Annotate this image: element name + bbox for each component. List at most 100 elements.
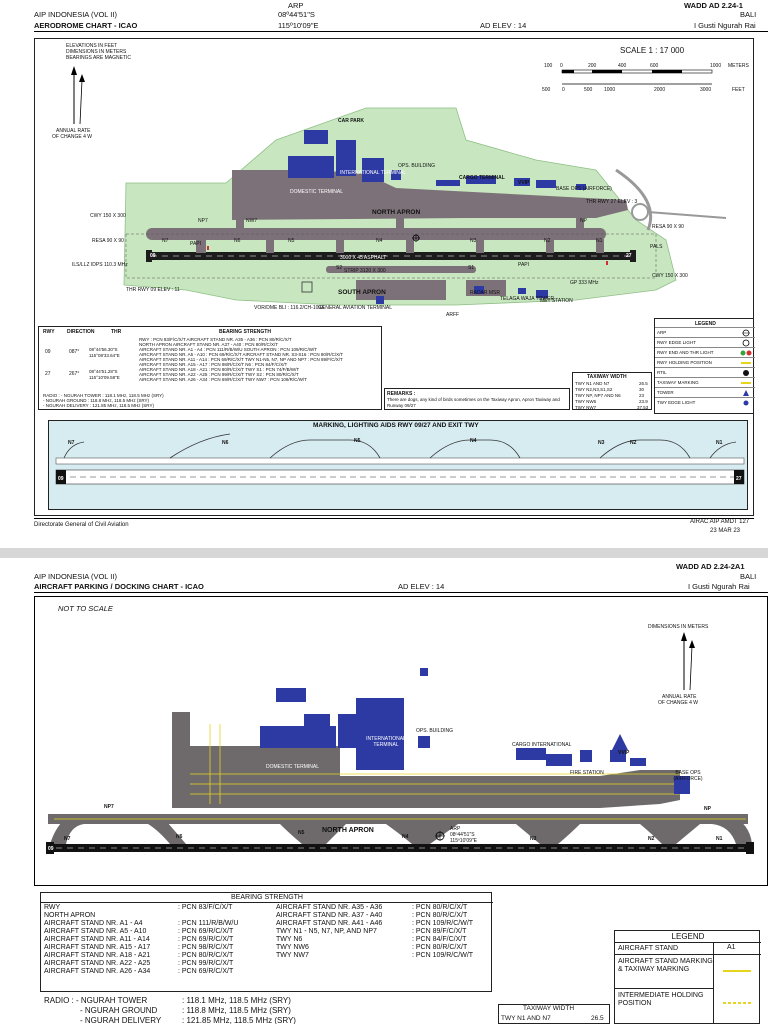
radio-ground: - NGURAH GROUND : 118.8 MHz, 118.5 MHz (… xyxy=(43,398,150,403)
label-domestic-terminal: DOMESTIC TERMINAL xyxy=(266,764,319,770)
parking-map xyxy=(46,668,754,854)
legend-row: RWY HOLDING POSITION xyxy=(655,357,755,367)
thr-col-header: THR xyxy=(111,329,122,335)
annual-rate-line1: ANNUAL RATE xyxy=(56,128,91,134)
label-cargo-intl: CARGO INTERNATIONAL xyxy=(512,742,572,748)
bearing-value: : PCN 80/R/C/X/T xyxy=(178,952,234,959)
taxiway-width-title: TAXIWAY WIDTH xyxy=(523,1005,575,1012)
label-north-apron: NORTH APRON xyxy=(322,827,374,834)
radio-tower-freq: : 118.1 MHz, 118.5 MHz (SRY) xyxy=(182,996,291,1005)
annual-rate-line2: OF CHANGE 4 W xyxy=(658,700,699,706)
rwy-09-direction: 087° xyxy=(69,349,80,355)
label-gp: GP 333 MHz xyxy=(570,280,599,286)
note-elevations: ELEVATIONS IN FEET xyxy=(66,43,118,49)
legend-box: LEGEND AIRCRAFT STAND A1 AIRCRAFT STAND … xyxy=(614,930,761,1024)
header-ad-elevation: AD ELEV : 14 xyxy=(398,582,445,591)
radio-ground-freq: : 118.8 MHz, 118.5 MHz (SRY) xyxy=(182,1006,291,1015)
scale-m-400: 400 xyxy=(618,63,627,69)
bearing-value: : PCN 89/F/C/X/T xyxy=(412,928,467,935)
marking-label-27: 27 xyxy=(736,476,742,482)
header-chart-title: AIRCRAFT PARKING / DOCKING CHART - ICAO xyxy=(34,582,204,591)
annual-rate-line1: ANNUAL RATE xyxy=(662,694,697,700)
bearing-item: TWY NW7 xyxy=(276,952,309,959)
bearing-line: AIRCRAFT STAND NR. A18 - A21 : PCN 80/R/… xyxy=(139,367,300,372)
aerodrome-chart-sheet: AIP INDONESIA (VOL II) AERODROME CHART -… xyxy=(34,1,768,534)
rwy-09-id: 09 xyxy=(45,349,51,355)
tw-row-value: 37.53 xyxy=(637,405,649,410)
label-general-aviation: GENERAL AVIATION TERMINAL xyxy=(318,305,392,311)
parking-chart-sheet: WADD AD 2.24-2A1 BALI I Gusti Ngurah Rai… xyxy=(0,558,768,1024)
label-twy-n4: N4 xyxy=(376,238,383,244)
scale-m-600: 600 xyxy=(650,63,659,69)
header-ad-elevation: AD ELEV : 14 xyxy=(480,21,527,30)
radio-delivery-freq: : 121.85 MHz, 118.5 MHz (SRY) xyxy=(182,1016,296,1024)
label-met-station: MET STATION xyxy=(540,298,573,304)
label-arff: ARFF xyxy=(446,312,460,318)
label-base-ops: BASE OPS (AIRFORCE) xyxy=(673,770,703,782)
label-twy-n7: N7 xyxy=(64,836,71,842)
header-arp-label: ARP xyxy=(288,1,304,10)
label-rwy-09: 09 xyxy=(48,846,54,852)
bearing-line: AIRCRAFT STAND NR. A22 - A25 : PCN 99/R/… xyxy=(139,372,299,377)
label-twy-n6: N6 xyxy=(234,238,241,244)
label-cwy-right: CWY 150 X 300 xyxy=(652,273,688,279)
scale-m-1000: 1000 xyxy=(710,63,722,69)
label-twy-s2: S2 xyxy=(336,265,343,271)
runway-info-table: RWY DIRECTION THR BEARING STRENGTH 09 08… xyxy=(38,326,382,410)
label-twy-n6: N6 xyxy=(176,834,183,840)
header-location: BALI xyxy=(740,10,757,19)
bearing-line: AIRCRAFT STAND NR. A5 - A10 : PCN 69/R/C… xyxy=(139,352,344,357)
marking-label-n2: N2 xyxy=(630,440,637,446)
bearing-item: AIRCRAFT STAND NR. A1 - A4 xyxy=(44,920,143,927)
bearing-line: AIRCRAFT STAND NR. A11 - A14 : PCN 69/R/… xyxy=(139,357,343,362)
label-rwy-27: 27 xyxy=(756,846,762,852)
label-runway-dims: 3000 X 45 ASPHALT xyxy=(340,255,387,261)
bearing-item: AIRCRAFT STAND NR. A5 - A10 xyxy=(44,928,147,935)
label-twy-n5: N5 xyxy=(288,238,295,244)
legend-row: AIRCRAFT STAND MARKING & TAXIWAY MARKING xyxy=(615,955,713,989)
rwy-27-id: 27 xyxy=(45,371,51,377)
header-page-id: WADD AD 2.24-2A1 xyxy=(676,562,745,571)
bearing-col-header: BEARING STRENGTH xyxy=(219,329,271,335)
marking-label-n6: N6 xyxy=(222,440,229,446)
label-base-ops: BASE OPS (AIRFORCE) xyxy=(556,186,612,192)
marking-aids-title: MARKING, LIGHTING AIDS RWY 09/27 AND EXI… xyxy=(313,422,479,429)
legend-box: LEGEND ARP RWY EDGE LIGHT RWY END AND TH… xyxy=(654,318,755,414)
north-arrow-icon xyxy=(681,632,695,691)
rwy-col-header: RWY xyxy=(43,329,55,335)
note-bearings: BEARINGS ARE MAGNETIC xyxy=(66,55,132,61)
label-ops-building: OPS. BUILDING xyxy=(416,728,453,734)
marking-label-n4: N4 xyxy=(470,438,477,444)
label-north-apron: NORTH APRON xyxy=(372,209,421,216)
label-vvip: VVIP xyxy=(618,750,630,756)
bearing-item: RWY xyxy=(44,904,61,911)
radio-delivery: - NGURAH DELIVERY : 121.85 MHz, 118.5 MH… xyxy=(43,403,154,408)
label-vvip: VVIP xyxy=(518,180,530,186)
header-aip-volume: AIP INDONESIA (VOL II) xyxy=(34,572,117,581)
footer-rule xyxy=(34,518,754,519)
legend-title: LEGEND xyxy=(695,321,716,327)
header-aip-volume: AIP INDONESIA (VOL II) xyxy=(34,10,117,19)
header-airport-name: I Gusti Ngurah Rai xyxy=(694,21,756,30)
scale-ft-3000: 3000 xyxy=(700,87,712,93)
label-resa-right: RESA 90 X 90 xyxy=(652,224,684,230)
scale-m-0: 0 xyxy=(560,63,563,69)
label-twy-n1: N1 xyxy=(716,836,723,842)
marking-label-n5: N5 xyxy=(354,438,361,444)
bearing-value: : PCN 111/R/B/W/U xyxy=(178,920,239,927)
bearing-item: NORTH APRON xyxy=(44,912,96,919)
bearing-value: : PCN 109/R/C/W/T xyxy=(412,952,474,959)
tw-row-value: 26.5 xyxy=(639,381,648,386)
scale-ft-500: 500 xyxy=(584,87,593,93)
tw-row-name: TWY N1 AND N7 xyxy=(575,381,610,386)
bearing-item: TWY N6 xyxy=(276,936,303,943)
scale-m-100: 100 xyxy=(544,63,553,69)
aerodrome-map xyxy=(123,107,727,306)
rwy-27-thr: 08°44'51.28"S 115°10'09.58"E xyxy=(89,369,120,380)
bearing-value: : PCN 80/R/C/X/T xyxy=(412,904,468,911)
radio-ground-label: - NGURAH GROUND xyxy=(80,1006,158,1015)
label-fire-station: FIRE STATION xyxy=(570,770,604,776)
bearing-value: : PCN 80/R/C/X/T xyxy=(412,944,468,951)
bearing-value: : PCN 83/F/C/X/T xyxy=(178,904,233,911)
tw-row-value: 26.5 xyxy=(591,1015,604,1022)
